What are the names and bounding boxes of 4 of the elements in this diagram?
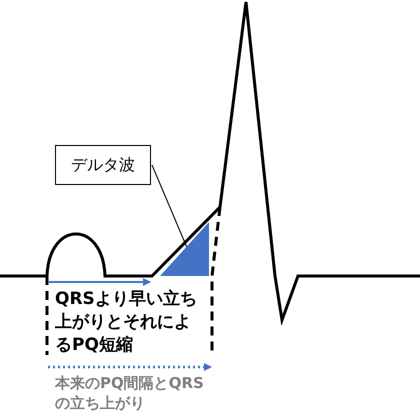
delta-wave-triangle <box>160 222 209 276</box>
annotation-text: 本来のPQ間隔とQRSの立ち上がり <box>55 373 205 414</box>
label-box: デルタ波 <box>55 145 151 185</box>
annotation-text: QRSより早い立ち上がりとそれによるPQ短縮 <box>55 288 198 357</box>
